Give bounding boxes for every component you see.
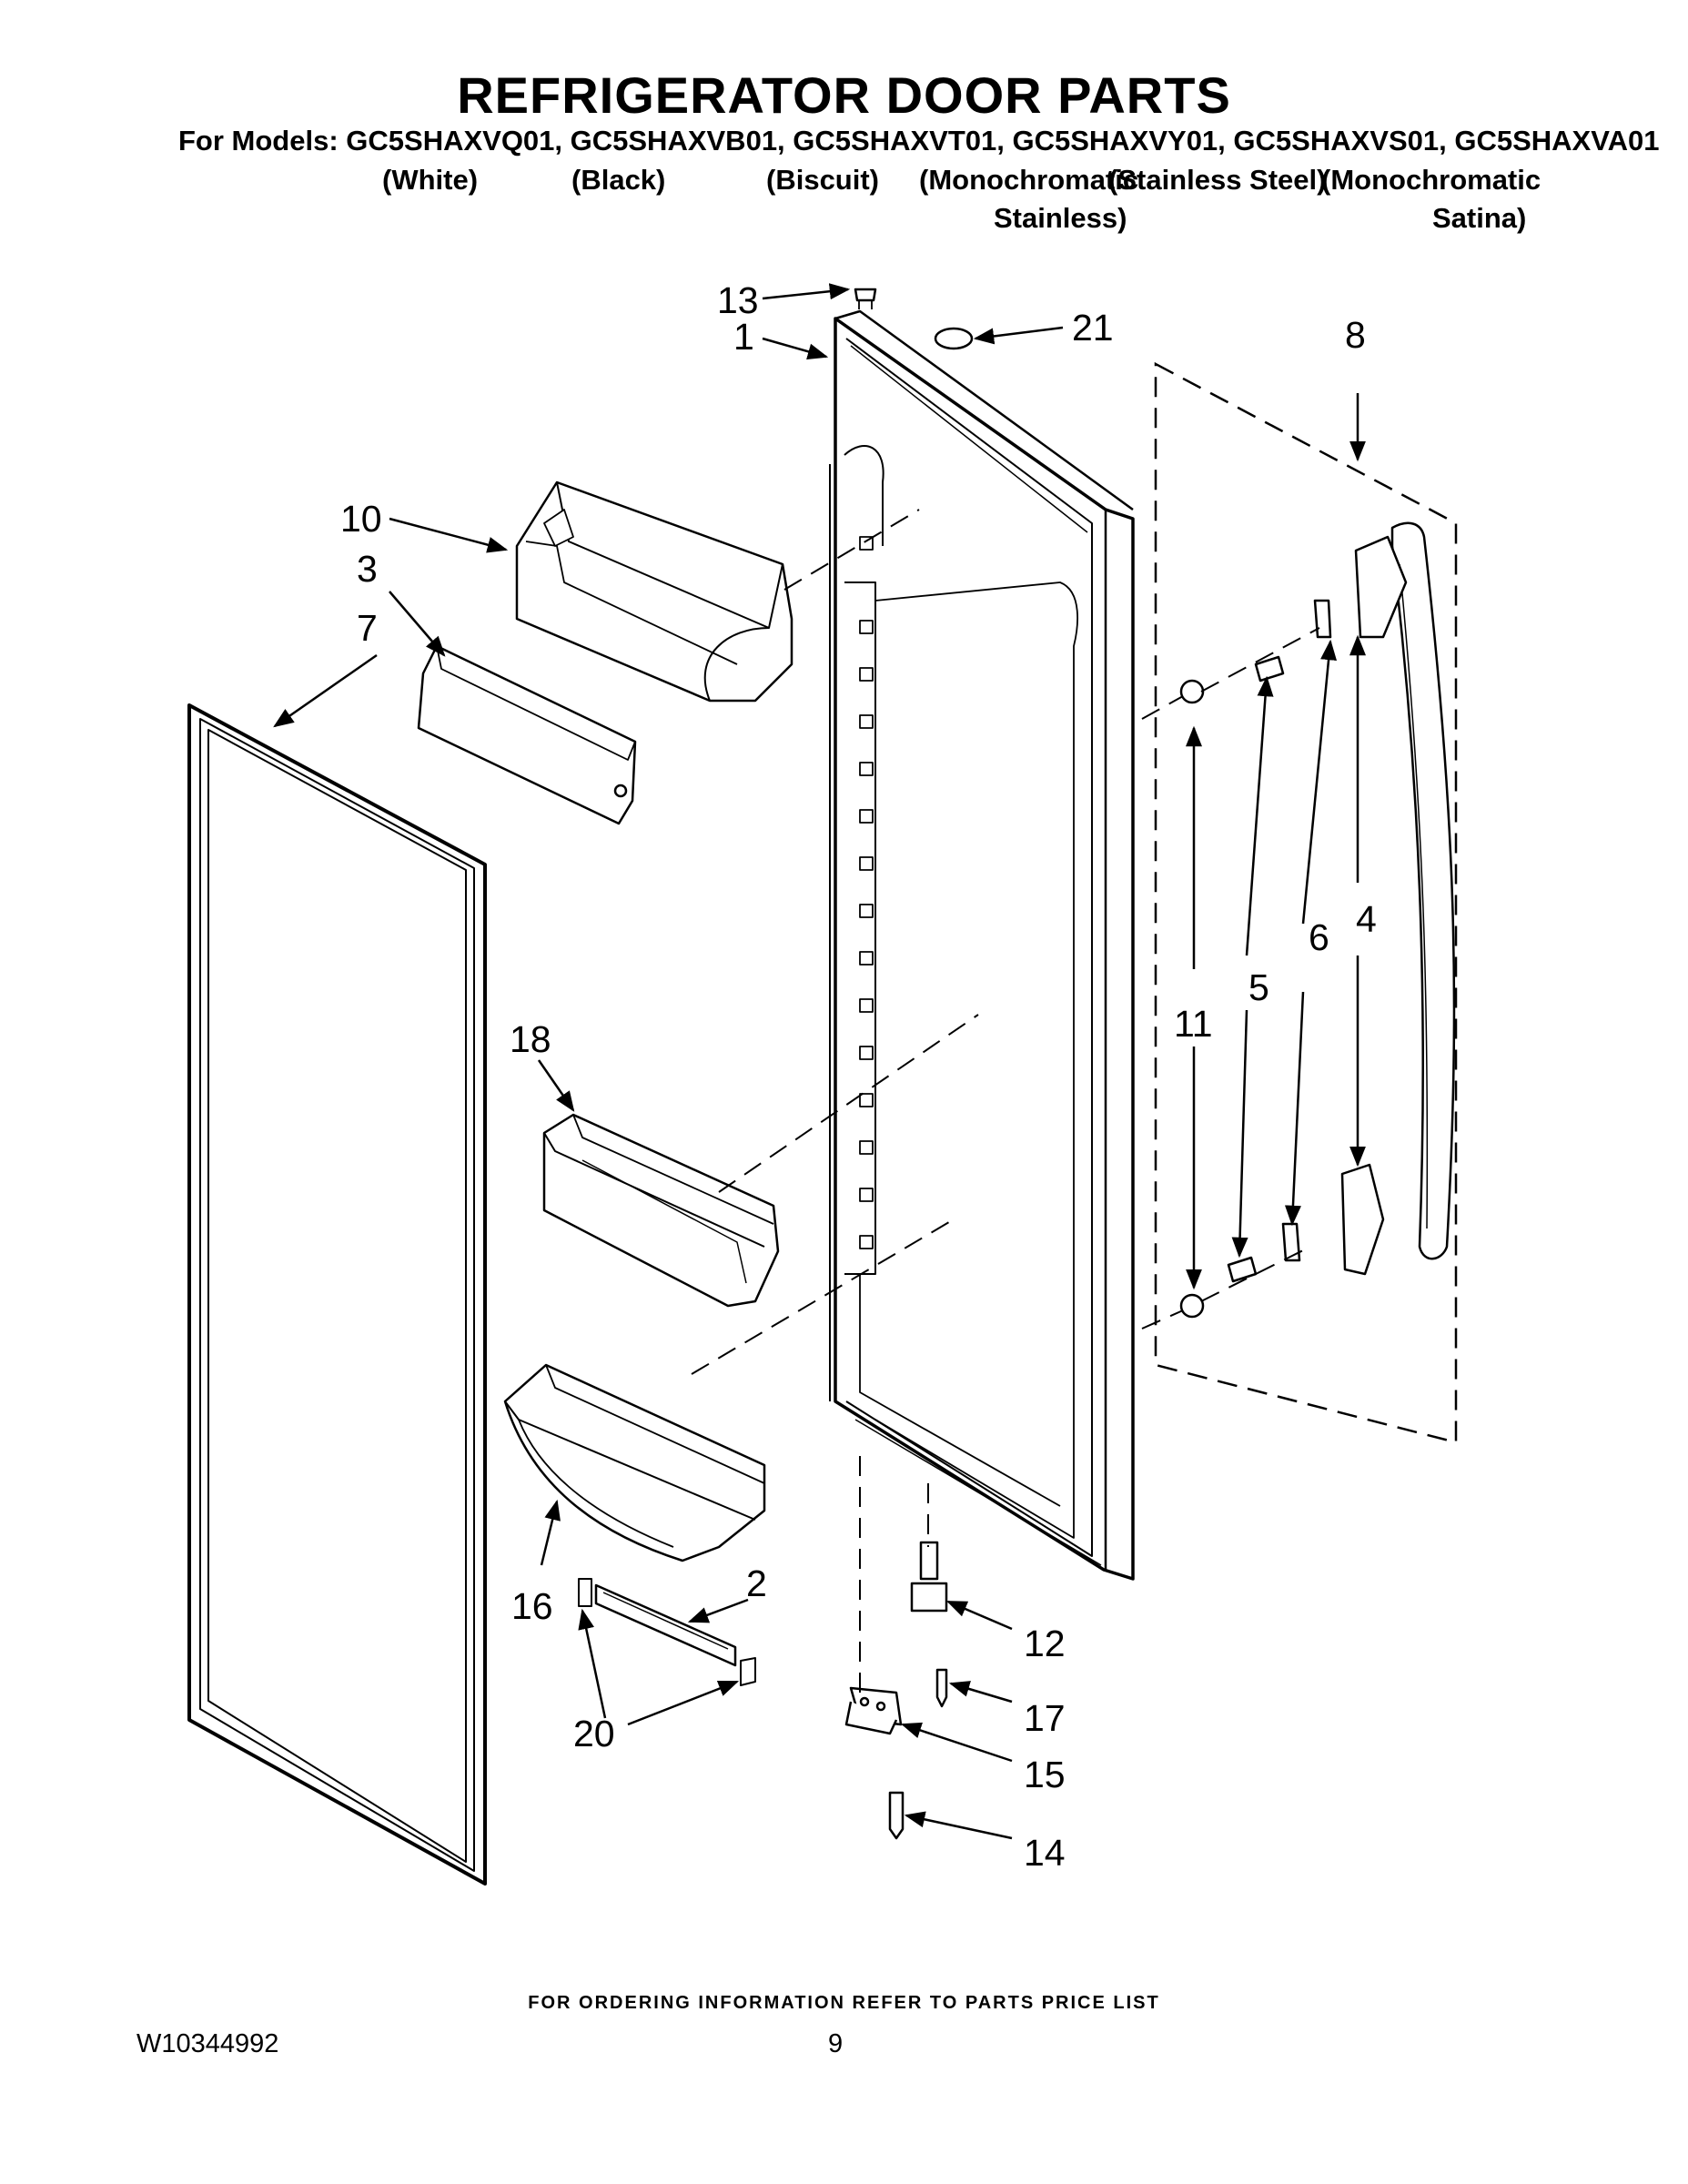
callout-12: 12: [1024, 1623, 1066, 1664]
callout-21: 21: [1072, 307, 1114, 349]
dairy-housing-part: [515, 480, 793, 703]
callout-14: 14: [1024, 1832, 1066, 1874]
variant-white: (White): [382, 164, 479, 196]
variant-monochromatic-stainless-2: Stainless): [994, 202, 1127, 234]
callout-7: 7: [357, 607, 378, 649]
callout-18: 18: [510, 1018, 551, 1060]
callout-6: 6: [1309, 916, 1329, 958]
door-liner-part: [829, 309, 1135, 1581]
callout-2: 2: [746, 1562, 767, 1604]
callout-15: 15: [1024, 1754, 1066, 1795]
page-number: 9: [828, 2029, 844, 2058]
variant-monochromatic-stainless-1: (Monochromatic: [919, 164, 1139, 196]
handle-part: [1390, 521, 1456, 1260]
callout-5: 5: [1248, 966, 1269, 1008]
o-ring-part: [934, 327, 974, 350]
handle-assembly-outline: [1154, 361, 1458, 1444]
handle-stud-top: [1179, 679, 1205, 704]
hinge-bracket-part: [844, 1686, 903, 1735]
page-title: REFRIGERATOR DOOR PARTS: [457, 66, 1231, 124]
document-number: W10344992: [136, 2029, 279, 2058]
trim-strip-part: [594, 1583, 737, 1667]
screw-part-14: [888, 1791, 905, 1840]
cap-part: [854, 288, 877, 309]
projection-lines: [691, 509, 1320, 1693]
callout-11: 11: [1174, 1003, 1213, 1045]
mounting-bracket-top: [1313, 599, 1332, 639]
screw-part-17: [935, 1668, 948, 1708]
callout-10: 10: [340, 498, 382, 540]
handle-stud-bottom: [1179, 1293, 1205, 1319]
hinge-pin-part: [910, 1541, 948, 1613]
callout-8: 8: [1345, 314, 1366, 356]
variant-biscuit: (Biscuit): [766, 164, 879, 196]
callout-1: 1: [733, 316, 754, 358]
gallon-door-bin-part: [503, 1363, 766, 1562]
mounting-bracket-bottom: [1281, 1222, 1301, 1262]
variant-monochromatic-satina-2: Satina): [1432, 202, 1527, 234]
leader-arrows: [273, 283, 1366, 1840]
handle-end-cap-bottom: [1340, 1163, 1385, 1276]
callout-3: 3: [357, 548, 378, 590]
end-cap-part-top: [578, 1578, 592, 1607]
dairy-door-part: [417, 644, 637, 825]
callout-4: 4: [1356, 898, 1377, 940]
variant-monochromatic-satina-1: (Monochromatic: [1321, 164, 1541, 196]
variant-stainless-steel: (Stainless Steel): [1108, 164, 1327, 196]
callout-20: 20: [573, 1713, 615, 1754]
callout-13: 13: [717, 279, 759, 321]
screw-part-5-bottom: [1227, 1256, 1258, 1283]
screw-part-5-top: [1254, 655, 1285, 682]
callout-16: 16: [511, 1585, 553, 1627]
callout-17: 17: [1024, 1697, 1066, 1739]
handle-end-cap-top: [1354, 535, 1408, 639]
end-cap-part-bottom: [740, 1657, 756, 1686]
variant-black: (Black): [571, 164, 666, 196]
ordering-note: FOR ORDERING INFORMATION REFER TO PARTS …: [528, 1993, 1160, 2013]
door-gasket-part: [187, 703, 487, 1886]
models-line: For Models: GC5SHAXVQ01, GC5SHAXVB01, GC…: [178, 125, 1660, 157]
door-bin-part: [542, 1113, 780, 1308]
